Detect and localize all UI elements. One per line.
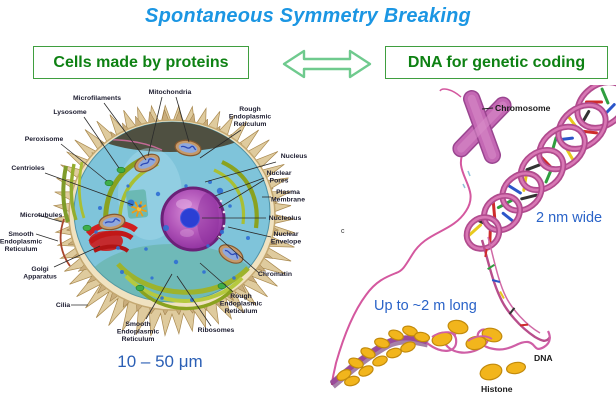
chromosome-label-line	[481, 107, 494, 110]
centriole-star	[131, 201, 147, 217]
dna-squiggle	[331, 148, 472, 386]
histone-discs	[336, 319, 527, 387]
mitochondria	[98, 139, 244, 264]
mitochondrion	[218, 244, 244, 264]
label-dna: DNA	[534, 353, 553, 363]
nucleolus	[180, 208, 200, 228]
dna-width-caption: 2 nm wide	[536, 210, 602, 226]
right-header-box: DNA for genetic coding	[385, 46, 608, 79]
mitochondrion	[174, 139, 202, 157]
leader-lines	[35, 96, 277, 327]
dna-coil	[463, 85, 616, 252]
stray-mark: c	[341, 228, 345, 235]
cell-size-caption: 10 – 50 μm	[117, 352, 203, 371]
label-lysosome: Lysosome	[53, 109, 87, 116]
dna-ladder-rungs	[484, 248, 529, 327]
left-header-label: Cells made by proteins	[53, 53, 229, 71]
strand-wraps	[431, 331, 493, 342]
microtubule-filament	[59, 218, 71, 267]
endoplasmic-reticulum	[59, 153, 259, 311]
right-header-label: DNA for genetic coding	[407, 53, 586, 71]
label-cilia: Cilia	[56, 302, 71, 309]
dna-diagram: Chromosome 2 nm wide Up to ~2 m long DNA…	[330, 85, 616, 394]
label-ribosomes: Ribosomes	[198, 327, 235, 334]
left-header-box: Cells made by proteins	[33, 46, 249, 79]
mitochondrion	[98, 213, 126, 231]
double-arrow-icon	[282, 49, 372, 79]
label-microfilaments: Microfilaments	[73, 95, 121, 102]
slide-title: Spontaneous Symmetry Breaking	[145, 5, 471, 27]
nucleus	[160, 186, 226, 252]
label-chromosome: Chromosome	[495, 103, 551, 113]
chromosome-wisp	[439, 88, 462, 98]
label-mitochondria: Mitochondria	[149, 89, 192, 96]
bottom-tint	[84, 244, 260, 302]
small-marks	[462, 170, 471, 189]
mitochondrion	[134, 153, 160, 173]
double-arrow-shape	[282, 49, 372, 79]
label-nucleus: Nucleus	[281, 153, 308, 160]
label-microtubules: Microtubules	[20, 212, 63, 219]
nuclear-pores-dots	[217, 199, 226, 239]
label-histone: Histone	[481, 384, 513, 394]
chromosome-shape	[452, 90, 512, 164]
dna-length-caption: Up to ~2 m long	[374, 298, 477, 314]
label-peroxisome: Peroxisome	[25, 136, 64, 143]
dna-ladder	[480, 236, 551, 342]
cell-diagram: Microfilaments Mitochondria Lysosome Per…	[0, 89, 307, 343]
cell-cut-top	[86, 122, 254, 152]
label-centrioles: Centrioles	[11, 165, 44, 172]
label-nucleolus: Nucleolus	[269, 215, 302, 222]
organelle-labels: Microfilaments Mitochondria Lysosome Per…	[0, 89, 307, 343]
label-chromatin: Chromatin	[258, 271, 292, 278]
